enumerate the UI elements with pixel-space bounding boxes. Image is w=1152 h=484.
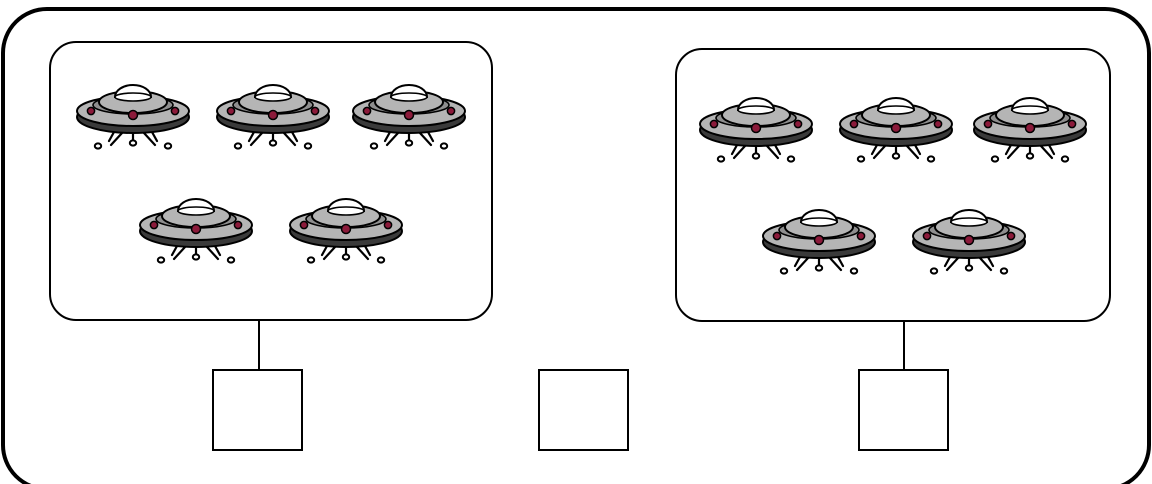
right-group: [676, 49, 1110, 321]
left-group: [50, 42, 492, 320]
right-group-box: [676, 49, 1110, 321]
left-group-box: [50, 42, 492, 320]
comparison-box[interactable]: [539, 370, 628, 450]
right-count-box[interactable]: [859, 370, 948, 450]
left-count-box[interactable]: [213, 370, 302, 450]
